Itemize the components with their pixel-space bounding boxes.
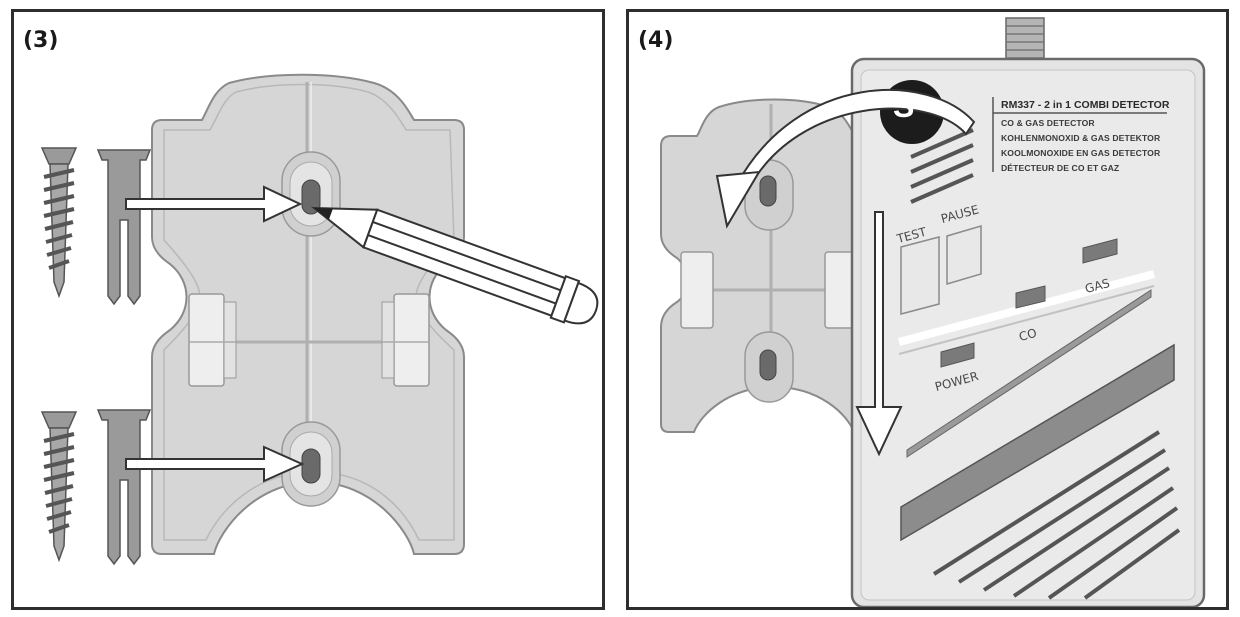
panel-step-4: (4)	[626, 9, 1229, 610]
curved-arrow-icon	[715, 89, 976, 229]
power-led-icon	[940, 342, 975, 368]
pencil-icon	[311, 206, 599, 325]
arrow-to-top-hole-icon	[125, 185, 303, 223]
attach-diagram	[660, 17, 1206, 607]
co-led-icon	[1015, 285, 1046, 309]
device-line-4: DÉTECTEUR DE CO ET GAZ	[1001, 163, 1120, 173]
device-line-2: KOHLENMONOXID & GAS DETEKTOR	[1001, 133, 1161, 143]
mounting-diagram	[40, 73, 599, 566]
step-label-4: (4)	[638, 28, 674, 53]
screw-top-icon	[40, 147, 78, 299]
panel-step-3: (3)	[11, 9, 605, 610]
vent-lines	[932, 430, 1181, 600]
speaker-grille	[910, 128, 974, 204]
arrow-to-bottom-hole-icon	[125, 445, 305, 483]
mounting-plate	[151, 73, 465, 555]
device-model: RM337 - 2 in 1 COMBI DETECTOR	[1001, 99, 1170, 111]
detector-device	[850, 57, 1206, 607]
gas-led-icon	[1082, 238, 1118, 264]
device-line-1: CO & GAS DETECTOR	[1001, 118, 1095, 128]
logo-letter: S	[893, 88, 915, 124]
device-line-3: KOOLMONOXIDE EN GAS DETECTOR	[1001, 148, 1161, 158]
wall-plug-bottom-icon	[96, 409, 152, 566]
wall-plug-top-icon	[96, 149, 152, 306]
step-label-3: (3)	[23, 28, 59, 53]
test-button[interactable]	[900, 236, 940, 315]
pause-button[interactable]	[946, 224, 982, 286]
down-arrow-icon	[855, 211, 903, 457]
screw-bottom-icon	[40, 411, 78, 563]
